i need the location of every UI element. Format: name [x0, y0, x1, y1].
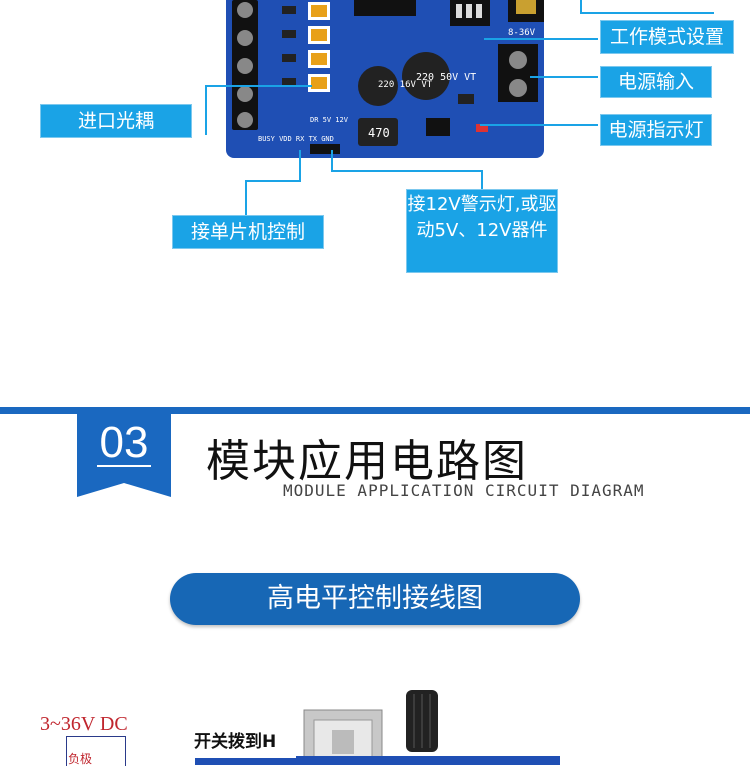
callout-work-mode: 工作模式设置 [600, 20, 734, 54]
inductor-label: 470 [368, 126, 390, 140]
connector-line [484, 38, 598, 40]
circuit-board-photo: 220 16V VT 220 50V VT 470 BUSY VDD RX TX… [226, 0, 544, 158]
callout-warning-light: 接12V警示灯,或驱动5V、12V器件 [406, 189, 558, 273]
section-subtitle: MODULE APPLICATION CIRCUIT DIAGRAM [283, 481, 645, 500]
connector-line [481, 170, 483, 190]
connector-line [580, 0, 582, 14]
connector-line [331, 170, 483, 172]
connector-line [530, 76, 598, 78]
connector-line [480, 124, 598, 126]
negative-label: 负极 [68, 752, 93, 766]
board-illustration [232, 0, 544, 154]
switch-label: 开关拨到H [194, 732, 277, 752]
connector-line [205, 85, 207, 135]
connector-line [580, 12, 714, 14]
section-title: 模块应用电路图 [206, 436, 528, 487]
callout-mcu-control: 接单片机控制 [172, 215, 324, 249]
section-number: 03 [99, 418, 149, 467]
cap2-label: 220 50V VT [416, 72, 477, 83]
connector-line [331, 150, 333, 172]
section-divider [0, 407, 750, 414]
power-supply-box [66, 736, 126, 766]
connector-line [205, 85, 312, 87]
connector-line [299, 150, 301, 182]
callout-power-input: 电源输入 [600, 66, 712, 98]
wiring-banner: 高电平控制接线图 [170, 573, 580, 625]
section-number-tab [77, 411, 171, 497]
pin-labels-right: DR 5V 12V [310, 116, 348, 124]
cap1-label: 220 16V VT [378, 80, 433, 90]
voltage-range-label: 8-36V [508, 28, 536, 38]
module-photo-bottom [296, 690, 560, 765]
voltage-label: 3~36V DC [40, 713, 128, 735]
connector-line [245, 180, 301, 182]
module-board-edge [195, 758, 555, 765]
callout-power-led: 电源指示灯 [600, 114, 712, 146]
callout-optocoupler: 进口光耦 [40, 104, 192, 138]
connector-line [245, 180, 247, 217]
pin-labels-left: BUSY VDD RX TX GND [258, 135, 334, 143]
